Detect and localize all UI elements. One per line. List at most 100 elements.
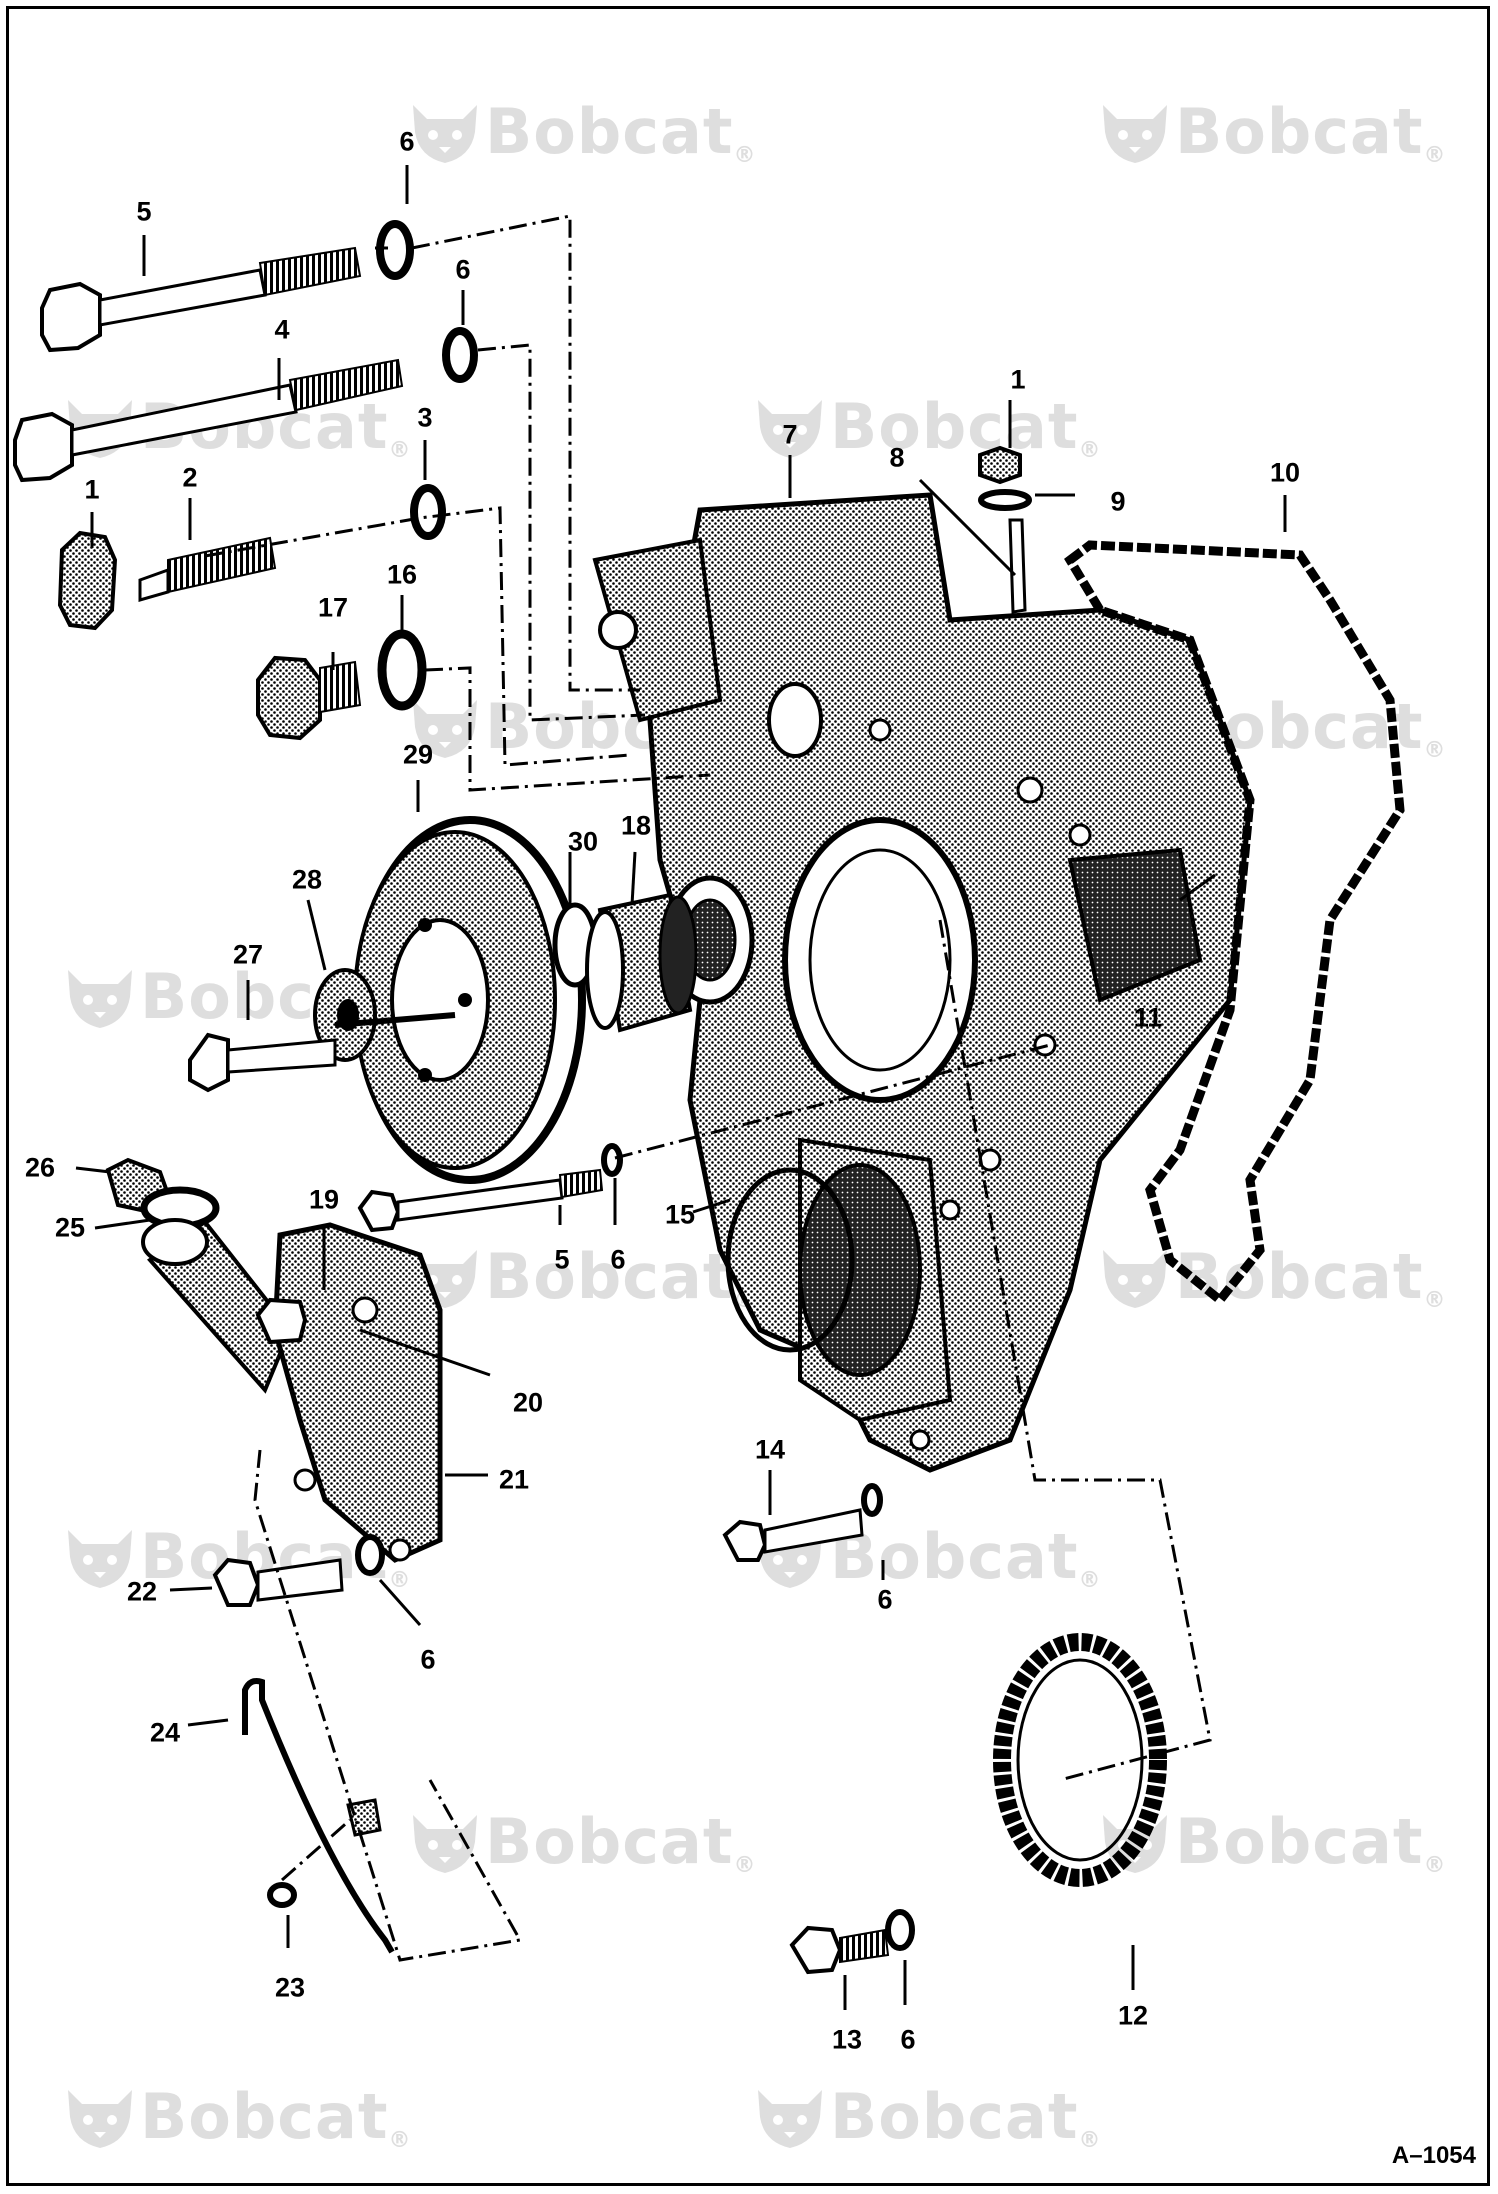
bobcat-watermark: Bobcat® [405,1240,756,1313]
callout-label: 6 [455,254,471,285]
bolt-13 [789,1925,890,1975]
watermark-text: Bobcat [140,2080,389,2153]
bolt-19 [255,1297,308,1345]
stud-2 [138,536,277,602]
bobcat-head-logo-icon [68,1529,132,1588]
bolt-5-upper [40,246,362,353]
bobcat-head-logo-icon [68,969,132,1028]
bobcat-watermark: Bobcat® [750,390,1101,463]
bobcat-head-logo-icon [68,2089,132,2148]
bolt-27 [188,1012,456,1093]
watermark-text: Bobcat [830,2080,1079,2153]
callout-label: 2 [182,462,198,493]
bobcat-watermark: Bobcat® [1095,1240,1446,1313]
plug-1-right [978,445,1022,485]
callout-label: 5 [136,196,152,227]
seal-12 [993,1633,1167,1887]
bobcat-watermark: Bobcat® [405,95,756,168]
callout-label: 29 [402,739,434,770]
watermark-text: Bobcat [830,390,1079,463]
grommet-23 [267,1882,297,1908]
bobcat-watermark: Bobcat® [60,2080,411,2153]
watermark-registered: ® [1423,738,1447,763]
watermark-text: Bobcat [485,1805,734,1878]
watermark-registered: ® [388,1568,412,1593]
callout-label: 30 [567,826,599,857]
callout-label: 14 [754,1434,786,1465]
washer-3 [410,484,446,540]
callout-label: 6 [610,1244,626,1275]
bearing-18 [585,892,698,1033]
callout-label: 23 [274,1972,306,2003]
watermark-text: Bobcat [1175,1805,1424,1878]
pulley-29 [353,816,586,1184]
callout-label: 1 [84,474,100,505]
elbow-fitting [141,1218,293,1394]
watermark-registered: ® [733,143,757,168]
gasket-10 [1064,540,1405,1307]
watermark-registered: ® [1423,143,1447,168]
callout-label: 25 [54,1212,86,1243]
callout-label: 12 [1117,2000,1149,2031]
callout-label: 6 [420,1644,436,1675]
bobcat-watermark: Bobcat® [1095,95,1446,168]
washer-6-d [355,1534,385,1576]
washer-6-e [861,1483,883,1517]
washer-6-b [442,327,478,383]
watermark-registered: ® [1423,1853,1447,1878]
callout-label: 7 [782,419,798,450]
plate-21 [272,1222,443,1563]
callout-label: 10 [1269,457,1301,488]
callout-label: 1 [1010,364,1026,395]
watermark-text: Bobcat [1175,1240,1424,1313]
watermark-registered: ® [388,438,412,463]
bobcat-head-logo-icon [1103,104,1167,163]
washer-6-a [376,220,414,280]
callout-label: 9 [1110,486,1126,517]
callout-label: 21 [498,1464,530,1495]
nut-1-left [57,530,118,631]
bobcat-head-logo-icon [413,104,477,163]
diagram-frame [6,6,1490,2186]
callout-label: 20 [512,1387,544,1418]
callout-label: 17 [317,592,349,623]
callout-label: 24 [149,1717,181,1748]
callout-label: 5 [554,1244,570,1275]
plug-17 [256,655,362,741]
bobcat-head-logo-icon [413,1814,477,1873]
bobcat-head-logo-icon [758,2089,822,2148]
callout-label: 6 [877,1584,893,1615]
bobcat-watermark: Bobcat® [405,1805,756,1878]
watermark-text: Bobcat [830,1520,1079,1593]
callout-label: 16 [386,559,418,590]
callout-label: 4 [274,314,290,345]
watermark-text: Bobcat [485,95,734,168]
callout-label: 13 [831,2024,863,2055]
timing-gear-housing [592,492,1253,1473]
alignment-lines [204,214,1212,1962]
leader-lines [75,165,1287,2010]
callout-label: 8 [889,442,905,473]
watermark-text: Bobcat [485,1240,734,1313]
watermark-registered: ® [1423,1288,1447,1313]
bobcat-head-logo-icon [758,399,822,458]
o-ring-15 [725,1167,855,1353]
callout-label: 6 [399,126,415,157]
bobcat-watermark: Bobcat® [750,2080,1101,2153]
bolt-14 [722,1508,864,1562]
callout-label: 3 [417,402,433,433]
callout-label: 22 [126,1576,158,1607]
watermark-registered: ® [1078,1568,1102,1593]
watermark-registered: ® [1078,2128,1102,2153]
bobcat-head-logo-icon [413,699,477,758]
watermark-registered: ® [733,1853,757,1878]
callout-label: 28 [291,864,323,895]
washer-16 [377,629,427,711]
bolt-22 [212,1557,344,1607]
washer-6-f [885,1909,915,1951]
watermark-text: Bobcat [1175,95,1424,168]
bobcat-head-logo-icon [1103,1249,1167,1308]
callout-label: 11 [1133,1002,1163,1033]
dowel-8 [1008,518,1027,614]
